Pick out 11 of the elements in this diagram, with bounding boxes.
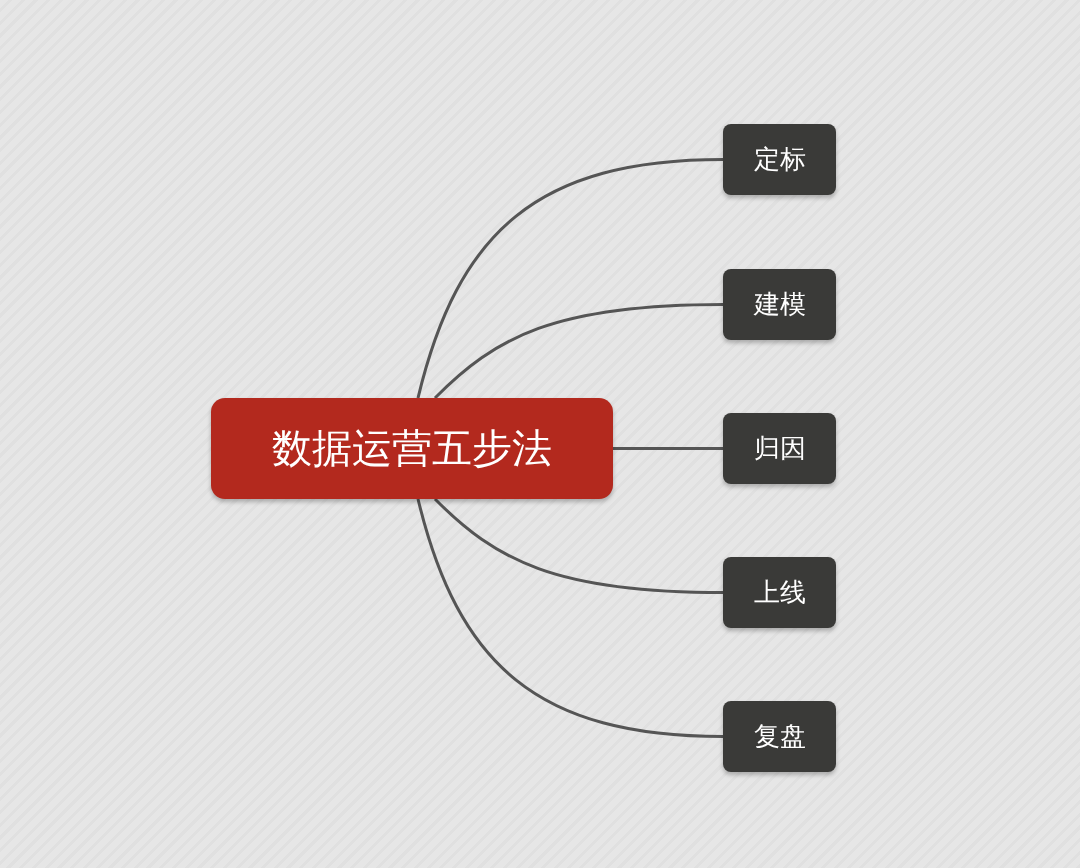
step-box: 上线 [723, 557, 836, 628]
connector-line [416, 158, 724, 399]
connector-line [433, 497, 724, 594]
step-box: 建模 [723, 269, 836, 340]
step-box: 归因 [723, 413, 836, 484]
connector-line [433, 303, 724, 400]
connector-line [613, 447, 723, 450]
step-box: 复盘 [723, 701, 836, 772]
connector-line [416, 498, 724, 738]
topic-box: 数据运营五步法 [211, 398, 613, 499]
step-box: 定标 [723, 124, 836, 195]
